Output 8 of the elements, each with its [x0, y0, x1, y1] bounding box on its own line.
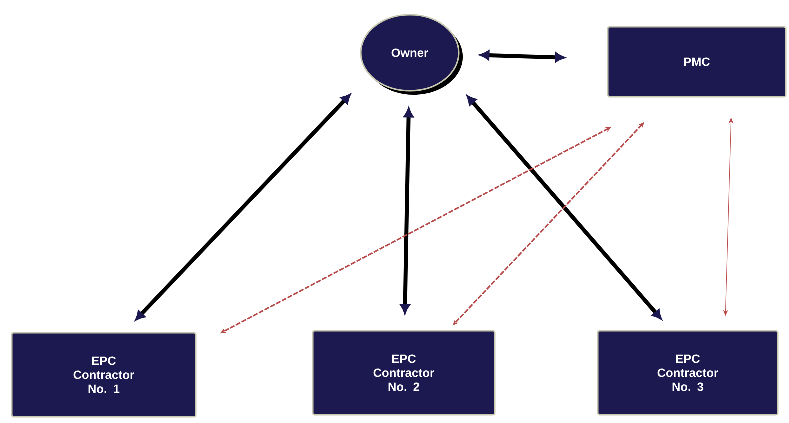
double-arrow	[136, 94, 351, 321]
contractor-box: EPC Contractor No. 3	[597, 330, 779, 416]
double-arrow	[467, 96, 662, 320]
pmc-box: PMC	[607, 26, 787, 98]
contractor-box: EPC Contractor No. 1	[11, 332, 197, 418]
double-arrow	[480, 50, 565, 62]
contractor-box: EPC Contractor No. 2	[312, 330, 496, 416]
double-arrow	[400, 108, 414, 314]
